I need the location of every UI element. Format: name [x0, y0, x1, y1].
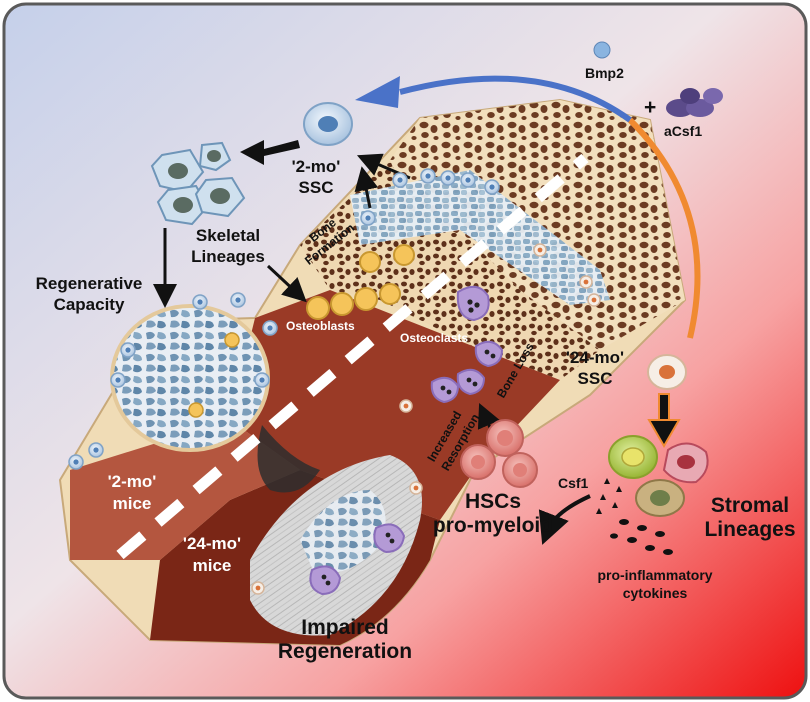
arrow-ssc-to-stromal	[647, 393, 681, 449]
acsf1-label: aCsf1	[664, 123, 703, 139]
skeletal-lineages-line2: Lineages	[191, 247, 265, 266]
csf1-label: Csf1	[558, 475, 589, 491]
ssc-old-label-line2: SSC	[577, 369, 613, 388]
skeletal-lineage-cells	[150, 141, 246, 226]
cytokines-label-line2: cytokines	[622, 585, 688, 601]
ssc-young-label-line1: '2-mo'	[291, 157, 341, 176]
periosteal-ssc-cells	[68, 168, 601, 595]
csf1-and-cytokine-particles	[596, 478, 673, 555]
osteoblast-cells	[188, 244, 415, 418]
regenerative-capacity-line2: Capacity	[53, 295, 125, 314]
hscs-label-line2: pro-myeloid	[432, 514, 554, 537]
ssc-old-label-line1: '24-mo'	[565, 348, 625, 367]
impaired-regeneration-line2: Regeneration	[277, 640, 413, 663]
ssc-young-label-line2: SSC	[298, 178, 334, 197]
bold-arrow-to-lineages	[240, 140, 300, 165]
bmp2-label: Bmp2	[585, 65, 624, 81]
fracture-gap	[257, 425, 320, 493]
arc-arrowhead	[355, 76, 400, 108]
stromal-lineages-line1: Stromal	[710, 494, 790, 517]
osteoclasts-label: Osteoclasts	[400, 331, 469, 345]
age-divider-dashed-line	[116, 153, 589, 560]
aging-arc-orange	[627, 117, 701, 339]
acsf1-antibody-icon	[666, 88, 723, 117]
fracture-callus-young	[110, 304, 270, 452]
regenerative-capacity-line1: Regenerative	[35, 274, 143, 293]
skeletal-lineages-line1: Skeletal	[195, 226, 261, 245]
rejuvenation-arc-blue	[399, 75, 632, 123]
callus-islands-old	[300, 490, 386, 575]
plus-sign: +	[644, 96, 657, 119]
ssc-young-cell	[303, 102, 353, 146]
osteoclast-cells	[309, 285, 504, 596]
osteoblasts-label: Osteoblasts	[286, 319, 355, 333]
stromal-lineages-line2: Lineages	[704, 518, 796, 541]
arrow-to-osteoblasts	[266, 264, 307, 303]
ssc-old-cell	[647, 354, 687, 390]
arrow-csf1-to-hscs	[538, 494, 591, 545]
mice-young-line2: mice	[112, 494, 152, 513]
arrow-bone-formation	[354, 166, 379, 209]
mice-old-line1: '24-mo'	[182, 534, 242, 553]
mice-young-line1: '2-mo'	[107, 472, 157, 491]
cytokines-label-line1: pro-inflammatory	[597, 567, 713, 583]
growth-plate-cartilage	[350, 170, 610, 305]
stromal-lineage-cells	[608, 435, 709, 517]
hsc-cells	[460, 419, 538, 488]
impaired-regeneration-line1: Impaired	[301, 616, 389, 639]
bmp2-icon	[593, 41, 611, 59]
mice-old-line2: mice	[192, 556, 232, 575]
hscs-label-line1: HSCs	[464, 490, 522, 513]
